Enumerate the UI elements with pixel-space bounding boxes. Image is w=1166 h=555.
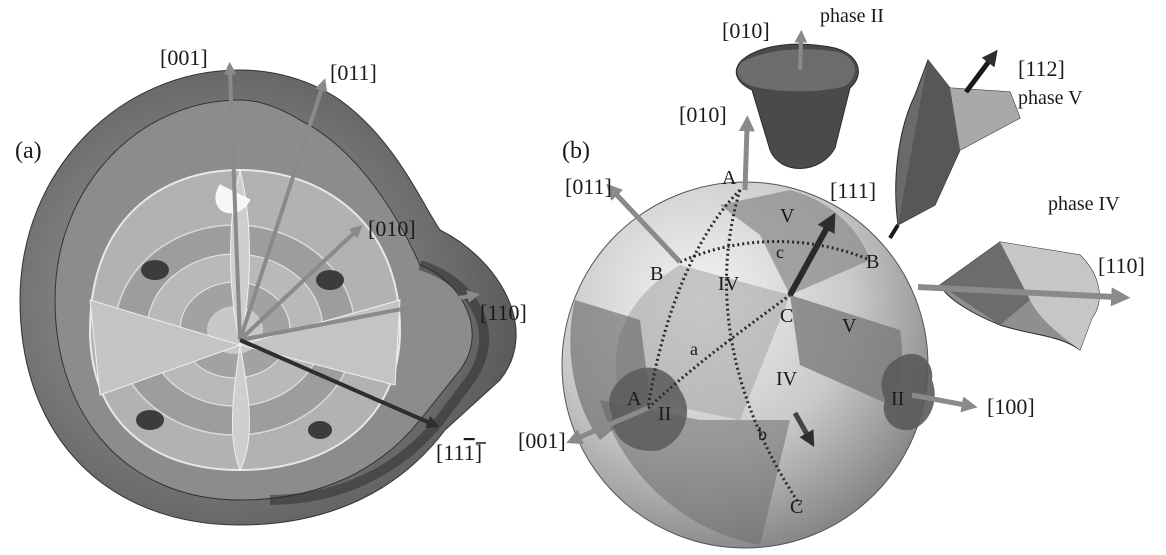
- arc-c: [679, 240, 871, 264]
- point-A-left: A: [627, 388, 642, 410]
- axis-001-arrow: [223, 61, 242, 341]
- axis-010-arrow: [238, 224, 363, 342]
- inset-phase4-name: phase IV: [1048, 193, 1120, 215]
- inset-phase-V: [888, 49, 1021, 240]
- arc-label-c: c: [776, 242, 784, 262]
- inset-phase-II: [735, 29, 859, 169]
- arc-label-a: a: [690, 339, 698, 359]
- region-label-V-top: V: [780, 205, 795, 227]
- point-C-center: C: [780, 305, 793, 327]
- axis-110-arrow: [239, 290, 481, 342]
- axis-label-100-b: [100]: [987, 394, 1035, 419]
- inset-phase2-axis-label: [010]: [722, 18, 770, 43]
- arc-b: [725, 189, 802, 506]
- axis-label-011-b: [011]: [565, 174, 612, 199]
- region-V-right: [790, 295, 902, 405]
- sphere: [561, 181, 935, 549]
- axis-label-011: [011]: [330, 60, 377, 85]
- axis-label-001: [001]: [160, 45, 208, 70]
- axis-label-010-b: [010]: [679, 102, 727, 127]
- region-label-II-left: II: [658, 403, 671, 425]
- inset-phase5-axis-label: [112]: [1018, 56, 1065, 81]
- phase-II-blob-right: [881, 353, 935, 431]
- axis-label-010: [010]: [368, 216, 416, 241]
- region-label-V-right: V: [842, 315, 857, 337]
- panel-a: (a) [001] [011] [010] [110] [111]: [15, 45, 527, 526]
- inset-phase-IV: [917, 241, 1131, 351]
- axis-label-110: [110]: [480, 300, 527, 325]
- axis-arrows-b: [566, 115, 978, 448]
- axis-label-001-b: [001]: [518, 428, 566, 453]
- panel-a-label: (a): [15, 138, 42, 164]
- axis-label-11-1bar: [111]: [436, 440, 482, 465]
- axis-010-arrow-b: [738, 115, 755, 191]
- inset-phase2-name: phase II: [820, 5, 884, 27]
- inset-phase5-name: phase V: [1018, 87, 1083, 109]
- axis-111-arrow-b: [787, 212, 836, 297]
- region-label-II-right: II: [891, 388, 904, 410]
- axis-001-arrow-b: [566, 405, 649, 445]
- axis-011-arrow-b: [606, 183, 682, 264]
- arc-label-b: b: [758, 424, 767, 444]
- axis-center-arrow-b: [792, 411, 815, 448]
- arc-A-top-to-A-left: [646, 188, 742, 409]
- axis-100-arrow-b: [911, 392, 978, 413]
- inset-phase4-axis-label: [110]: [1098, 253, 1145, 278]
- overbar-digit: 1: [464, 440, 475, 465]
- point-A-top: A: [722, 167, 737, 189]
- axis-arrows-a: [223, 61, 481, 428]
- axis-label-111-b: [111]: [830, 178, 876, 203]
- axis-111bar-arrow: [239, 338, 440, 428]
- panel-b-label: (b): [562, 138, 590, 164]
- axis-011-arrow: [238, 78, 328, 341]
- panel-b: (b) [010] [011] [111] [001] [100] A B B …: [518, 5, 1145, 549]
- point-B-right: B: [866, 251, 879, 273]
- point-B-left: B: [650, 263, 663, 285]
- region-label-IV-lower: IV: [776, 368, 798, 390]
- region-label-IV-upper: IV: [718, 273, 740, 295]
- point-C-bottom: C: [790, 496, 803, 518]
